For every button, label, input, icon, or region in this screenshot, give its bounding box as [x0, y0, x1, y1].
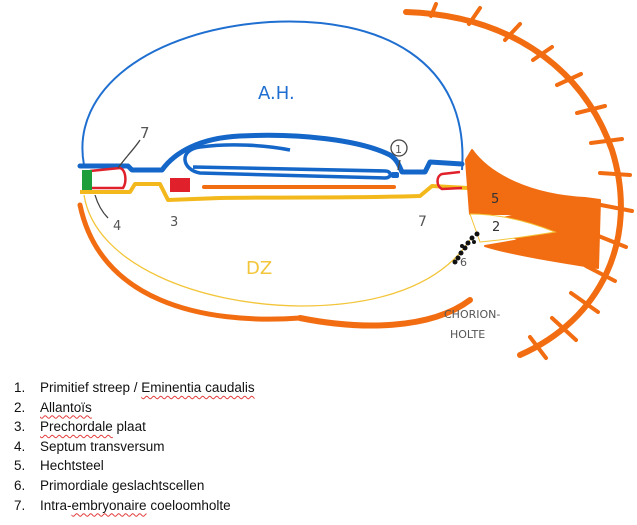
legend-text-underlined: Prechordale — [40, 419, 113, 435]
label-2: 2 — [492, 220, 500, 235]
label-amnion-cavity: A.H. — [258, 83, 295, 104]
allantois — [469, 213, 557, 243]
label-chorion-cavity-2: HOLTE — [450, 328, 485, 341]
legend-number: 3. — [14, 419, 26, 435]
streak-green-block — [82, 170, 92, 190]
legend-number: 1. — [14, 380, 26, 395]
legend-item: 4. Septum transversum — [14, 437, 255, 457]
connecting-stalk — [465, 149, 601, 269]
legend-text: Primitief streep / — [40, 380, 142, 395]
primitive-streak — [391, 172, 399, 178]
chorion — [77, 9, 624, 358]
legend-text-underlined: Eminentia caudalis — [141, 380, 255, 395]
legend-text: Hechtsteel — [40, 458, 104, 474]
coelom-right — [436, 170, 463, 191]
label-6: 6 — [460, 256, 467, 269]
legend-item: 2. Allantoïs — [14, 398, 255, 418]
label-chorion-cavity-1: CHORION- — [444, 308, 500, 321]
legend-item: 5. Hechtsteel — [14, 456, 255, 476]
legend-text: Septum transversum — [40, 438, 165, 454]
legend-text: Intra- — [40, 497, 72, 513]
legend-number: 7. — [14, 497, 26, 513]
coelom-left — [89, 166, 127, 190]
neural-tube — [183, 143, 392, 180]
legend-text-after: coeloomholte — [146, 497, 231, 513]
label-4: 4 — [113, 219, 121, 234]
chorion-villi — [429, 2, 634, 360]
legend-text-underlined: Allantoïs — [40, 399, 92, 415]
legend-item: 3. Prechordale plaat — [14, 417, 255, 437]
leader-lines — [94, 139, 401, 219]
yolk-sac — [83, 194, 471, 307]
legend-item: 7. Intra-embryonaire coeloomholte — [14, 496, 255, 516]
legend-text: Primordiale geslachtscellen — [40, 477, 205, 493]
label-3: 3 — [170, 215, 178, 230]
legend-number: 4. — [14, 438, 26, 454]
primordial-germ-cells — [452, 231, 480, 265]
label-yolk-sac: DZ — [246, 258, 272, 279]
label-7-lower: 7 — [418, 214, 427, 230]
legend-number: 6. — [14, 477, 26, 493]
label-5: 5 — [491, 192, 499, 207]
callout-circle-1 — [390, 139, 408, 157]
label-7-upper: 7 — [140, 124, 150, 142]
legend-number: 5. — [14, 458, 26, 474]
endoderm — [80, 182, 469, 202]
legend-list: 1.Primitief streep / Eminentia caudalis … — [14, 378, 255, 515]
legend-text-underlined: embryonaire — [71, 497, 147, 513]
legend-number: 2. — [14, 399, 26, 415]
legend-item: 1. Primitief streep / Eminentia caudalis — [14, 378, 255, 398]
embryo-diagram: A.H. DZ CHORION- HOLTE 7 1 5 2 6 4 3 7 — [77, 2, 634, 360]
amnion — [81, 20, 464, 171]
label-1: 1 — [395, 143, 402, 156]
legend-item: 6. Primordiale geslachtscellen — [14, 476, 255, 496]
prechordal-plate — [170, 178, 190, 192]
legend-text-after: plaat — [112, 419, 146, 435]
